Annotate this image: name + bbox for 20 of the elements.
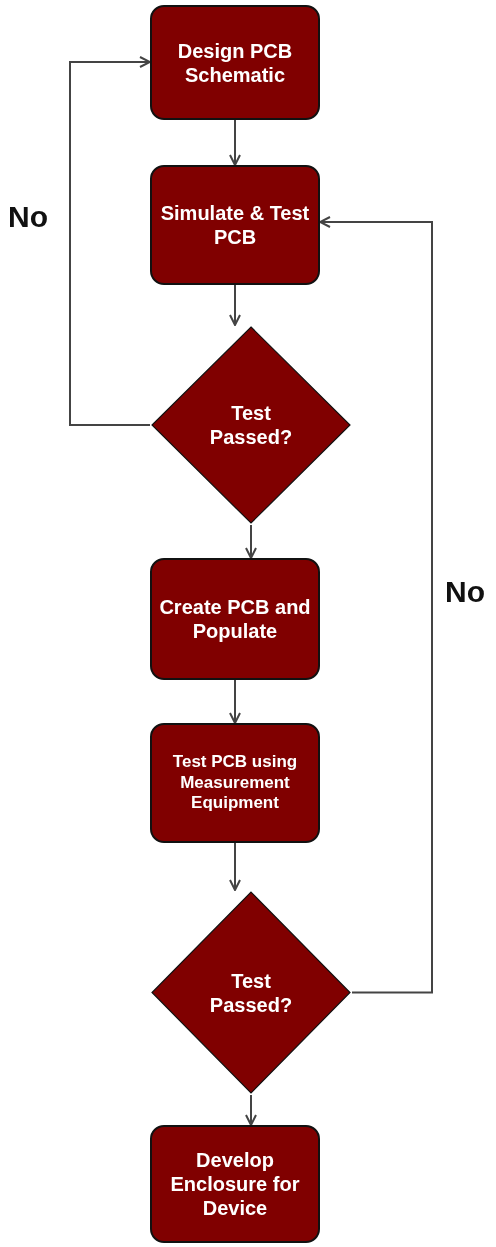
arrow [69, 56, 151, 426]
arrow [229, 119, 241, 166]
decision-text: Test Passed? [208, 968, 294, 1017]
arrow [245, 1094, 257, 1126]
process-box [150, 165, 320, 285]
decision-text: Test Passed? [208, 401, 294, 449]
step-text: Create PCB and Populate [158, 595, 312, 643]
arrow [229, 679, 241, 724]
step-text: Test PCB using Measurement Equipment [171, 752, 299, 814]
arrow [245, 524, 257, 559]
process-box [150, 723, 320, 843]
process-box [150, 1125, 320, 1243]
process-box [150, 5, 320, 120]
arrow [319, 216, 433, 994]
arrow [229, 284, 241, 326]
step-text: Develop Enclosure for Device [169, 1148, 301, 1220]
step-text: Design PCB Schematic [176, 38, 294, 87]
step-text: Simulate & Test PCB [159, 201, 311, 249]
arrow [229, 842, 241, 891]
process-box [150, 558, 320, 680]
